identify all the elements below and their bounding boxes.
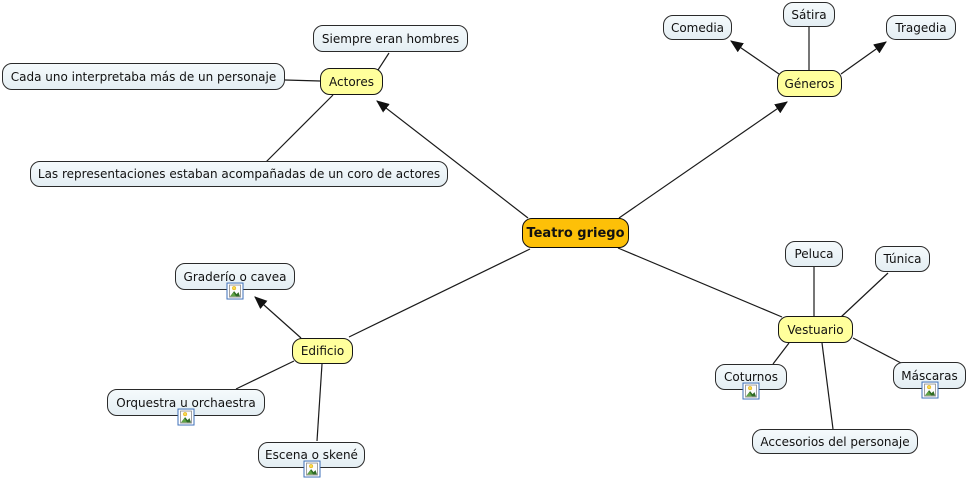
node-peluca[interactable]: Peluca bbox=[785, 241, 843, 267]
edge-vestuario-coturnos bbox=[772, 342, 790, 365]
node-tragedia[interactable]: Tragedia bbox=[886, 15, 956, 40]
node-edificio[interactable]: Edificio bbox=[292, 338, 353, 364]
node-generos[interactable]: Géneros bbox=[777, 70, 842, 97]
edge-actores-cada-uno bbox=[284, 79, 321, 82]
edge-actores-las-representaciones bbox=[265, 94, 334, 163]
node-label: Orquestra u orchaestra bbox=[116, 395, 256, 410]
node-satira[interactable]: Sátira bbox=[783, 2, 835, 27]
edge-vestuario-mascaras bbox=[852, 337, 902, 364]
edge-actores-siempre bbox=[377, 52, 390, 71]
edge-teatro-vestuario bbox=[617, 247, 783, 318]
node-mascaras[interactable]: Máscaras bbox=[893, 362, 966, 399]
node-comedia[interactable]: Comedia bbox=[663, 15, 732, 40]
edge-vestuario-tunica bbox=[840, 272, 889, 318]
edge-teatro-actores bbox=[376, 100, 529, 219]
node-label: Comedia bbox=[670, 20, 725, 35]
edge-teatro-generos bbox=[618, 101, 788, 219]
edge-teatro-edificio bbox=[348, 248, 531, 338]
node-label: Vestuario bbox=[787, 322, 844, 337]
node-vestuario[interactable]: Vestuario bbox=[778, 316, 853, 343]
node-actores[interactable]: Actores bbox=[320, 68, 383, 95]
node-label: Cada uno interpretaba más de un personaj… bbox=[10, 69, 277, 84]
node-label: Actores bbox=[329, 74, 374, 89]
node-las-representaciones[interactable]: Las representaciones estaban acompañadas… bbox=[30, 161, 448, 187]
edge-generos-comedia bbox=[730, 40, 780, 75]
node-label: Graderío o cavea bbox=[183, 269, 287, 284]
node-label: Edificio bbox=[300, 344, 345, 358]
node-siempre-eran-hombres[interactable]: Siempre eran hombres bbox=[313, 25, 468, 52]
image-resource-icon[interactable] bbox=[921, 381, 938, 399]
node-orquestra-u-orchaestra[interactable]: Orquestra u orchaestra bbox=[107, 389, 265, 426]
node-label: Sátira bbox=[791, 7, 827, 22]
node-label: Accesorios del personaje bbox=[760, 434, 910, 449]
node-label: Tragedia bbox=[895, 20, 947, 35]
edge-vestuario-accesorios bbox=[821, 342, 834, 430]
node-label: Siempre eran hombres bbox=[321, 31, 460, 46]
node-label: Coturnos bbox=[724, 370, 778, 384]
node-label: Géneros bbox=[784, 76, 835, 91]
edge-edificio-graderio bbox=[254, 296, 302, 339]
node-label: Túnica bbox=[883, 252, 922, 266]
image-resource-icon[interactable] bbox=[742, 382, 760, 400]
edge-edificio-orquestra bbox=[235, 360, 295, 390]
image-resource-icon[interactable] bbox=[177, 408, 195, 426]
node-cada-uno-interpretaba[interactable]: Cada uno interpretaba más de un personaj… bbox=[2, 63, 285, 90]
node-label: Máscaras bbox=[901, 368, 958, 383]
node-label: Escena o skené bbox=[265, 448, 358, 462]
image-resource-icon[interactable] bbox=[303, 460, 320, 478]
node-tunica[interactable]: Túnica bbox=[875, 246, 930, 272]
edge-generos-tragedia bbox=[840, 41, 887, 75]
node-label: Peluca bbox=[794, 247, 834, 261]
edge-edificio-escena bbox=[316, 363, 323, 442]
node-accesorios-del-personaje[interactable]: Accesorios del personaje bbox=[752, 429, 918, 454]
node-teatro-griego[interactable]: Teatro griego bbox=[522, 218, 629, 248]
node-label: Las representaciones estaban acompañadas… bbox=[37, 167, 441, 181]
image-resource-icon[interactable] bbox=[226, 282, 244, 300]
node-escena-o-skene[interactable]: Escena o skené bbox=[258, 442, 365, 478]
node-label: Teatro griego bbox=[526, 225, 625, 241]
node-coturnos[interactable]: Coturnos bbox=[715, 364, 787, 400]
node-graderio-o-cavea[interactable]: Graderío o cavea bbox=[175, 263, 295, 300]
